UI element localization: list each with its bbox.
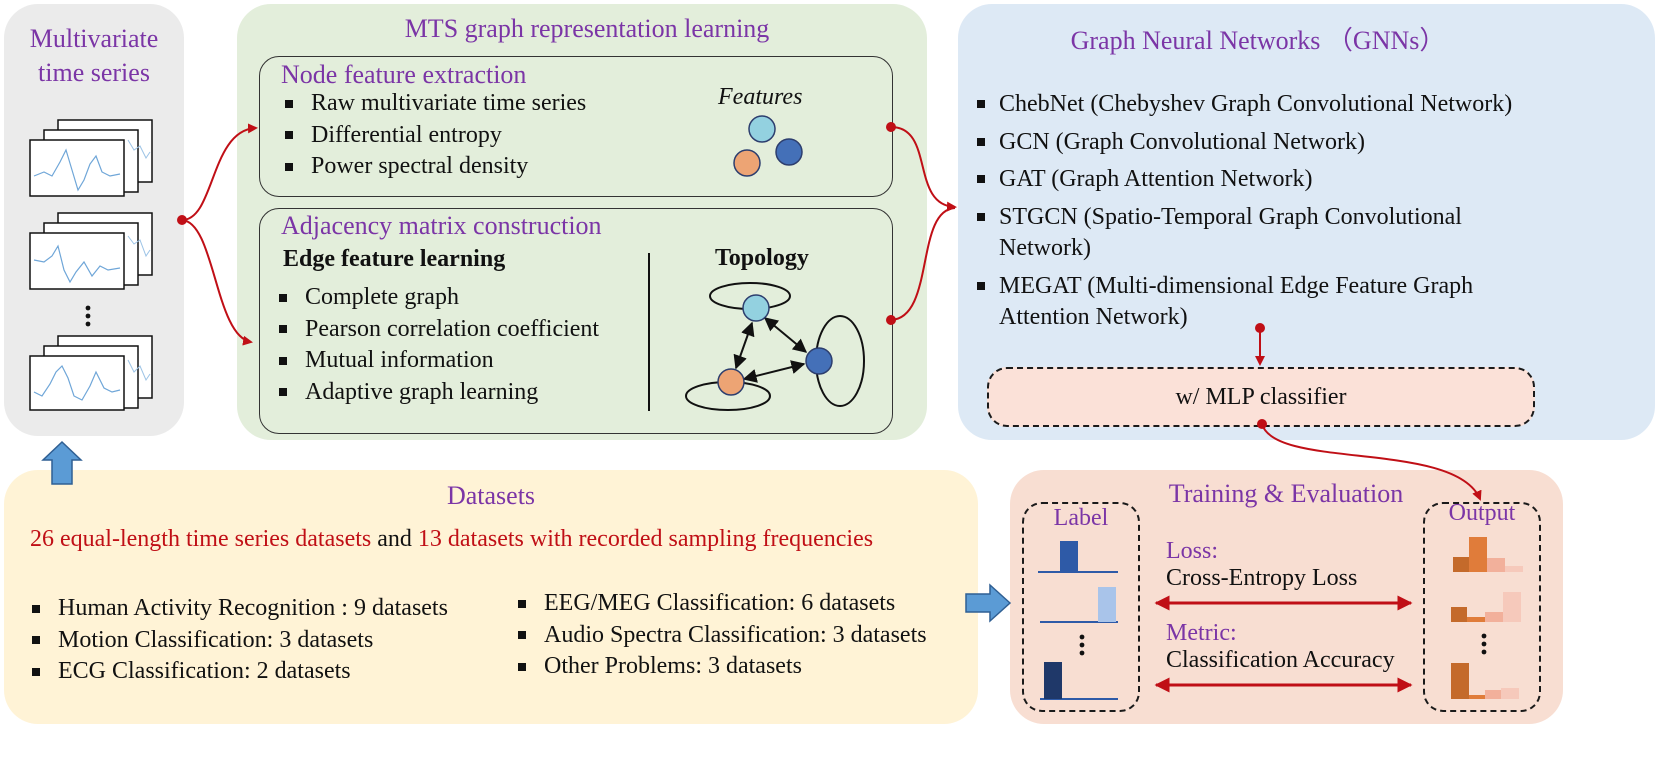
label-bars-3 — [1040, 662, 1118, 700]
mts-title: Multivariate time series — [4, 22, 184, 90]
edge-feature-item: Pearson correlation coefficient — [275, 314, 599, 346]
dataset-category: Other Problems: 3 datasets — [514, 651, 927, 683]
dataset-category: ECG Classification: 2 datasets — [28, 656, 448, 688]
feature-node-light — [748, 115, 776, 143]
topology-node-light — [742, 294, 770, 322]
output-ellipsis — [1481, 633, 1487, 655]
output-bars-2 — [1451, 592, 1521, 622]
series-stack-1 — [29, 119, 153, 197]
datasets-summary: 26 equal-length time series datasets and… — [30, 526, 873, 553]
training-title: Training & Evaluation — [1168, 479, 1404, 508]
output-bars-3 — [1451, 663, 1519, 699]
mts-to-node-arrow — [181, 123, 258, 221]
adj-to-gnn-arrow — [890, 207, 956, 321]
label-ellipsis — [1079, 634, 1085, 656]
label-title: Label — [1053, 505, 1109, 531]
features-nodes — [733, 115, 803, 177]
datasets-to-training-arrow — [965, 583, 1012, 623]
gnn-list: ChebNet (Chebyshev Graph Convolutional N… — [975, 89, 1512, 334]
time-series-stacks — [29, 119, 153, 411]
datasets-summary-equal-length: 26 equal-length time series datasets — [30, 526, 372, 552]
edge-feature-list: Complete graph Pearson correlation coeff… — [275, 282, 599, 408]
series-ellipsis — [85, 305, 91, 327]
output-box — [1423, 502, 1541, 712]
output-title: Output — [1448, 500, 1516, 526]
feature-node-orange — [733, 149, 761, 177]
node-feature-list: Raw multivariate time series Differentia… — [281, 88, 586, 183]
gnn-item-gat: GAT (Graph Attention Network) — [975, 164, 1512, 196]
mts-title-line2: time series — [38, 58, 150, 87]
adjacency-divider — [648, 253, 650, 411]
classifier-to-output-arrow — [1261, 423, 1482, 501]
gnn-item-megat: MEGAT (Multi-dimensional Edge Feature Gr… — [975, 271, 1512, 334]
gnn-item-stgcn: STGCN (Spatio-Temporal Graph Convolution… — [975, 202, 1512, 265]
output-bars-1 — [1453, 537, 1523, 572]
series-stack-2 — [29, 212, 153, 290]
metric-label: Metric: — [1166, 620, 1237, 646]
gnn-item-chebnet: ChebNet (Chebyshev Graph Convolutional N… — [975, 89, 1512, 121]
topology-label: Topology — [715, 245, 809, 271]
dataset-category: Audio Spectra Classification: 3 datasets — [514, 620, 927, 652]
mlp-classifier-box: w/ MLP classifier — [987, 367, 1535, 427]
features-label: Features — [718, 84, 803, 110]
node-feature-item: Differential entropy — [281, 120, 586, 152]
series-stack-3 — [29, 335, 153, 411]
topology-graph — [685, 282, 865, 411]
datasets-to-mts-arrow — [41, 440, 83, 485]
feature-node-dark — [775, 138, 803, 166]
datasets-title: Datasets — [446, 481, 536, 510]
node-feature-title: Node feature extraction — [281, 60, 527, 89]
loss-label: Loss: — [1166, 538, 1219, 564]
edge-feature-item: Adaptive graph learning — [275, 377, 599, 409]
dataset-category: Human Activity Recognition : 9 datasets — [28, 593, 448, 625]
topology-node-orange — [717, 368, 745, 396]
topology-node-dark — [805, 347, 833, 375]
label-box — [1022, 502, 1140, 712]
label-bars-2 — [1040, 587, 1118, 623]
label-bars-1 — [1038, 541, 1118, 573]
loss-value: Cross-Entropy Loss — [1166, 565, 1358, 591]
edge-feature-item: Complete graph — [275, 282, 599, 314]
node-to-gnn-arrow — [890, 126, 957, 212]
metric-value: Classification Accuracy — [1166, 647, 1395, 673]
node-feature-item: Power spectral density — [281, 151, 586, 183]
adjacency-title: Adjacency matrix construction — [281, 211, 602, 240]
edge-feature-item: Mutual information — [275, 345, 599, 377]
repr-title: MTS graph representation learning — [404, 14, 770, 43]
datasets-left-list: Human Activity Recognition : 9 datasets … — [28, 593, 448, 688]
datasets-right-list: EEG/MEG Classification: 6 datasets Audio… — [514, 588, 927, 683]
node-feature-item: Raw multivariate time series — [281, 88, 586, 120]
mts-title-line1: Multivariate — [29, 24, 159, 53]
edge-feature-title: Edge feature learning — [283, 246, 506, 272]
gnn-item-gcn: GCN (Graph Convolutional Network) — [975, 127, 1512, 159]
datasets-summary-and: and — [371, 526, 418, 552]
gnn-title: Graph Neural Networks （GNNs） — [1070, 26, 1446, 55]
dataset-category: Motion Classification: 3 datasets — [28, 625, 448, 657]
mts-to-adj-arrow — [181, 219, 253, 346]
mlp-classifier-label: w/ MLP classifier — [1175, 384, 1347, 410]
dataset-category: EEG/MEG Classification: 6 datasets — [514, 588, 927, 620]
datasets-panel — [4, 470, 978, 724]
datasets-summary-sampling: 13 datasets with recorded sampling frequ… — [417, 526, 874, 552]
